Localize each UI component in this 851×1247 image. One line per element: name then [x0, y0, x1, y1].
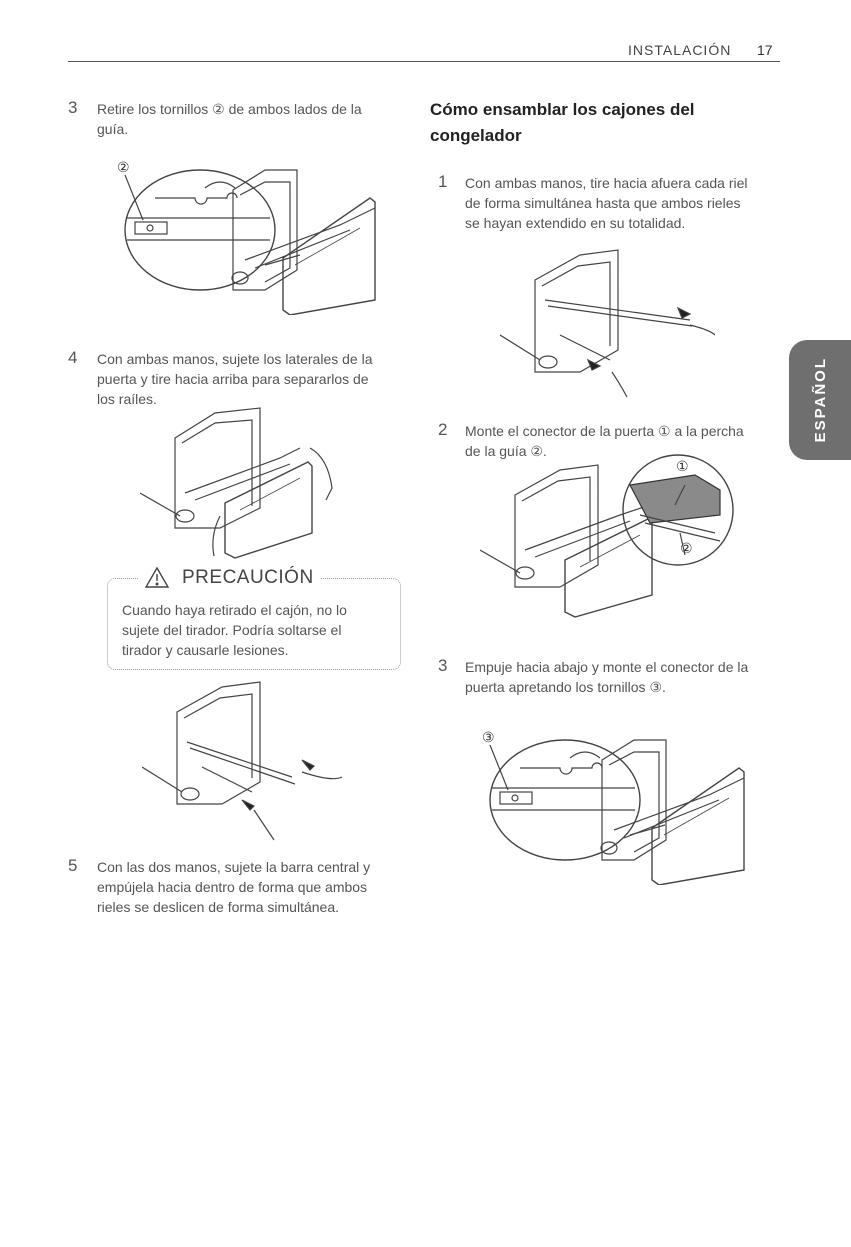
illustration-tighten-screws: ③: [480, 720, 760, 885]
right-step-3-text: Empuje hacia abajo y monte el conector d…: [465, 659, 749, 695]
illustration-remove-screws: ②: [115, 150, 390, 315]
right-step-1-text: Con ambas manos, tire hacia afuera cada …: [465, 175, 748, 231]
illustration-push-bar: [142, 672, 352, 842]
right-step-2-text: Monte el conector de la puerta ① a la pe…: [465, 423, 744, 459]
header-rule: [68, 61, 780, 62]
right-step-1-number: 1: [438, 172, 448, 191]
step-4-number: 4: [68, 348, 78, 367]
right-step-2-number: 2: [438, 420, 448, 439]
step-3-text: Retire los tornillos ② de ambos lados de…: [97, 101, 362, 137]
page-number: 17: [757, 42, 773, 58]
warning-triangle-icon: [144, 566, 170, 588]
callout-1: ①: [676, 458, 689, 474]
illustration-mount-connector: ① ②: [480, 445, 745, 625]
step-5-text: Con las dos manos, sujete la barra centr…: [97, 859, 371, 915]
callout-3: ③: [482, 729, 495, 745]
caution-title: PRECAUCIÓN: [182, 566, 314, 588]
header-section-title: INSTALACIÓN: [628, 42, 732, 58]
caution-text: Cuando haya retirado el cajón, no lo suj…: [122, 602, 347, 658]
section-title: Cómo ensamblar los cajones del congelado…: [430, 100, 695, 145]
illustration-pull-rails: [500, 240, 715, 405]
callout-2: ②: [117, 159, 130, 175]
step-3-number: 3: [68, 98, 78, 117]
language-side-tab-label: ESPAÑOL: [811, 357, 829, 443]
step-4-text: Con ambas manos, sujete los laterales de…: [97, 351, 373, 407]
step-5-number: 5: [68, 856, 78, 875]
callout-2-right: ②: [680, 540, 693, 556]
right-step-3-number: 3: [438, 656, 448, 675]
illustration-lift-door: [140, 398, 350, 563]
caution-header: PRECAUCIÓN: [138, 566, 320, 589]
language-side-tab: ESPAÑOL: [789, 340, 851, 460]
